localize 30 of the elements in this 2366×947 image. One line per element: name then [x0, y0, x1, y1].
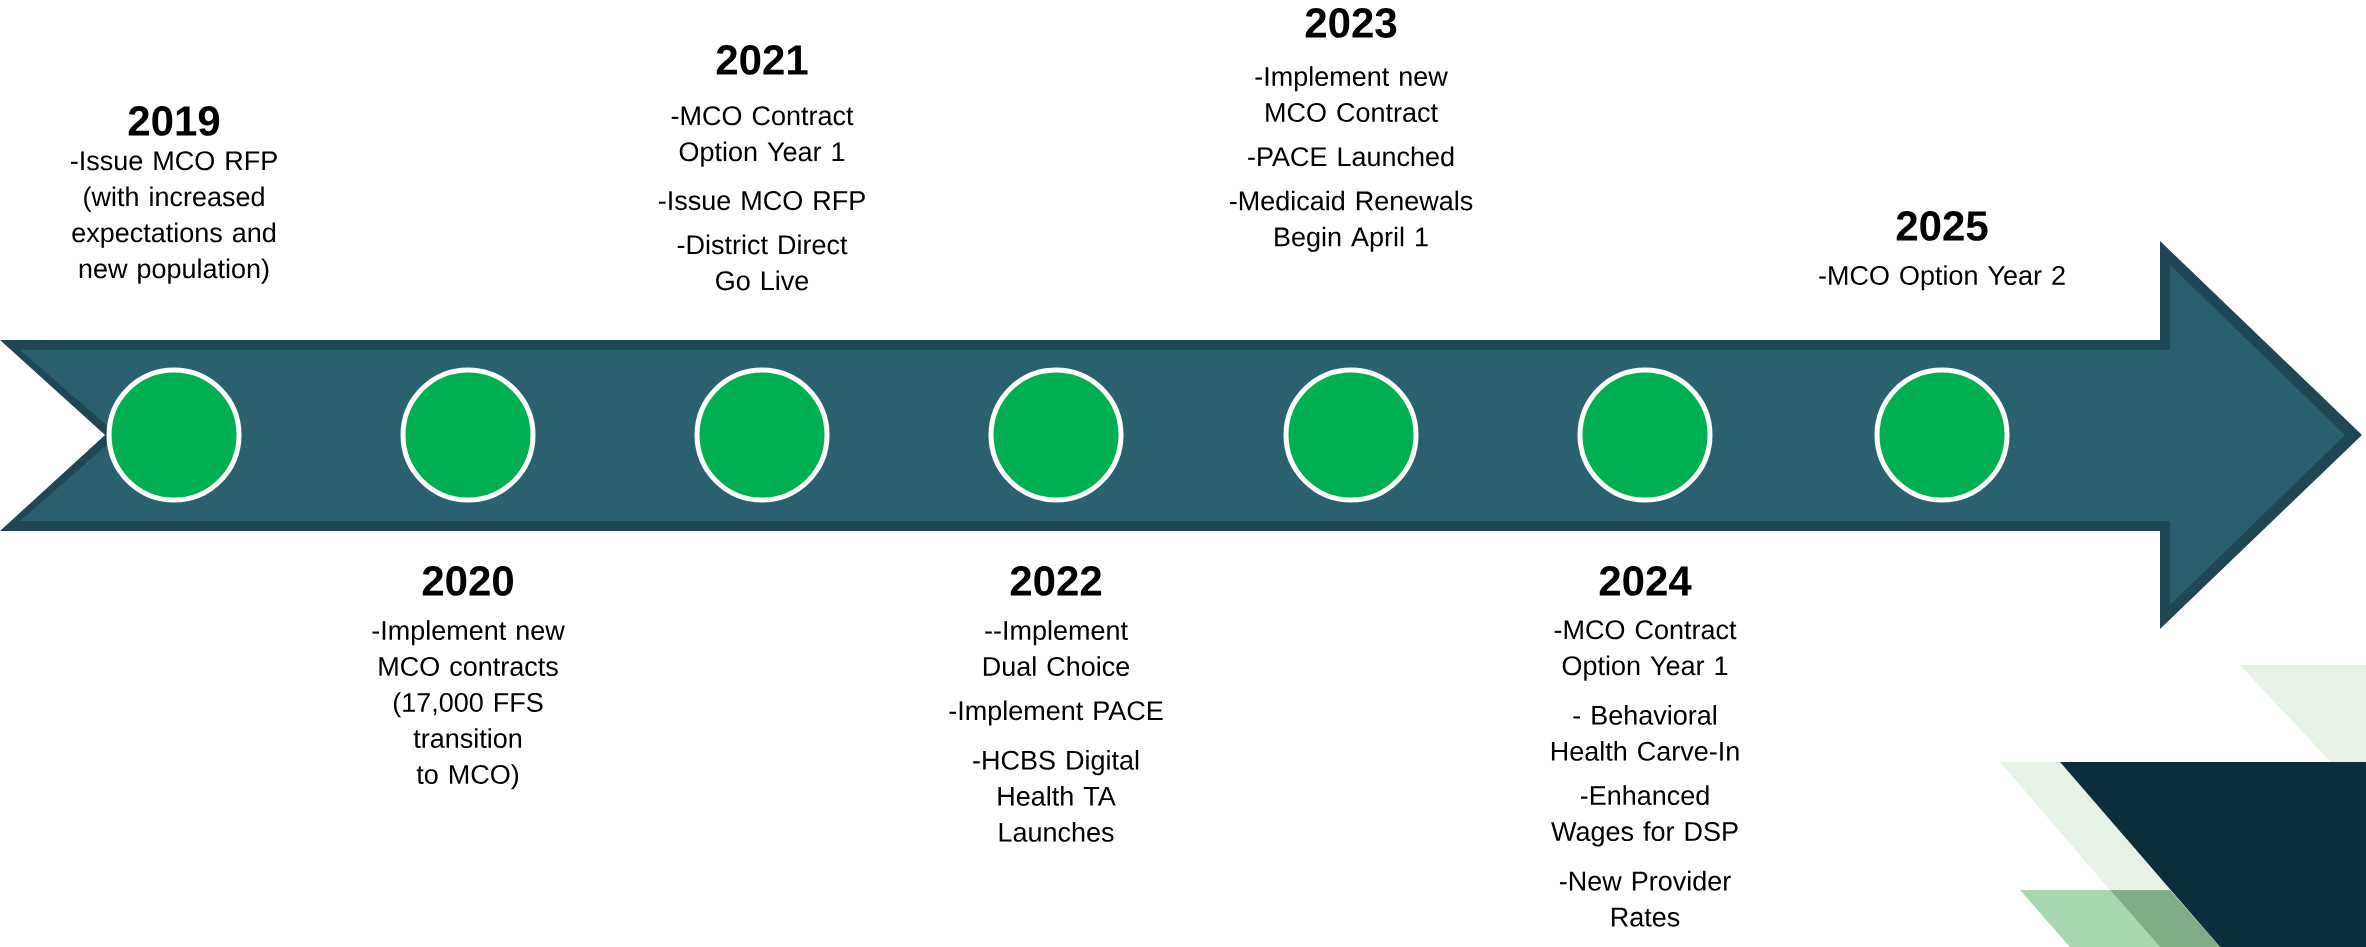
year-label: 2022 [1010, 566, 1102, 596]
milestone-note: -District Direct Go Live [677, 234, 848, 291]
milestone-note: -Implement new MCO contracts (17,000 FFS transition to MCO) [372, 620, 565, 790]
year-label: 2019 [128, 106, 220, 136]
milestone-circle [400, 367, 536, 503]
milestone-note: -MCO Option Year 2 [1819, 265, 2065, 291]
year-label: 2025 [1896, 211, 1988, 241]
milestone-note: -HCBS Digital Health TA Launches [973, 749, 1139, 842]
year-label: 2024 [1599, 566, 1692, 596]
year-label: 2023 [1305, 8, 1397, 38]
milestone-note: -Implement new MCO Contract [1255, 66, 1448, 122]
milestone-circle [106, 367, 242, 503]
milestone-note: - Behavioral Health Carve-In [1551, 705, 1739, 761]
milestone-note: -Issue MCO RFP (with increased expectations and new population) [70, 151, 277, 284]
year-label: 2021 [716, 45, 808, 75]
milestone-note: -Implement PACE [949, 700, 1163, 726]
milestone-note: -New Provider Rates [1559, 870, 1731, 927]
milestone-circle [1874, 367, 2010, 503]
year-label: 2020 [422, 566, 513, 596]
milestone-circle [988, 367, 1124, 503]
milestone-circle [1283, 367, 1419, 503]
milestone-note: -MCO Contract Option Year 1 [671, 106, 854, 167]
milestone-note: --Implement Dual Choice [983, 620, 1130, 676]
milestone-note: -Enhanced Wages for DSP [1551, 785, 1738, 847]
milestone-note: -Issue MCO RFP [658, 191, 865, 211]
milestone-note: -MCO Contract Option Year 1 [1554, 620, 1737, 681]
milestone-note: -PACE Launched [1248, 146, 1454, 167]
milestone-circle [694, 367, 830, 503]
milestone-note: -Medicaid Renewals Begin April 1 [1229, 190, 1473, 252]
milestone-circle [1577, 367, 1713, 503]
